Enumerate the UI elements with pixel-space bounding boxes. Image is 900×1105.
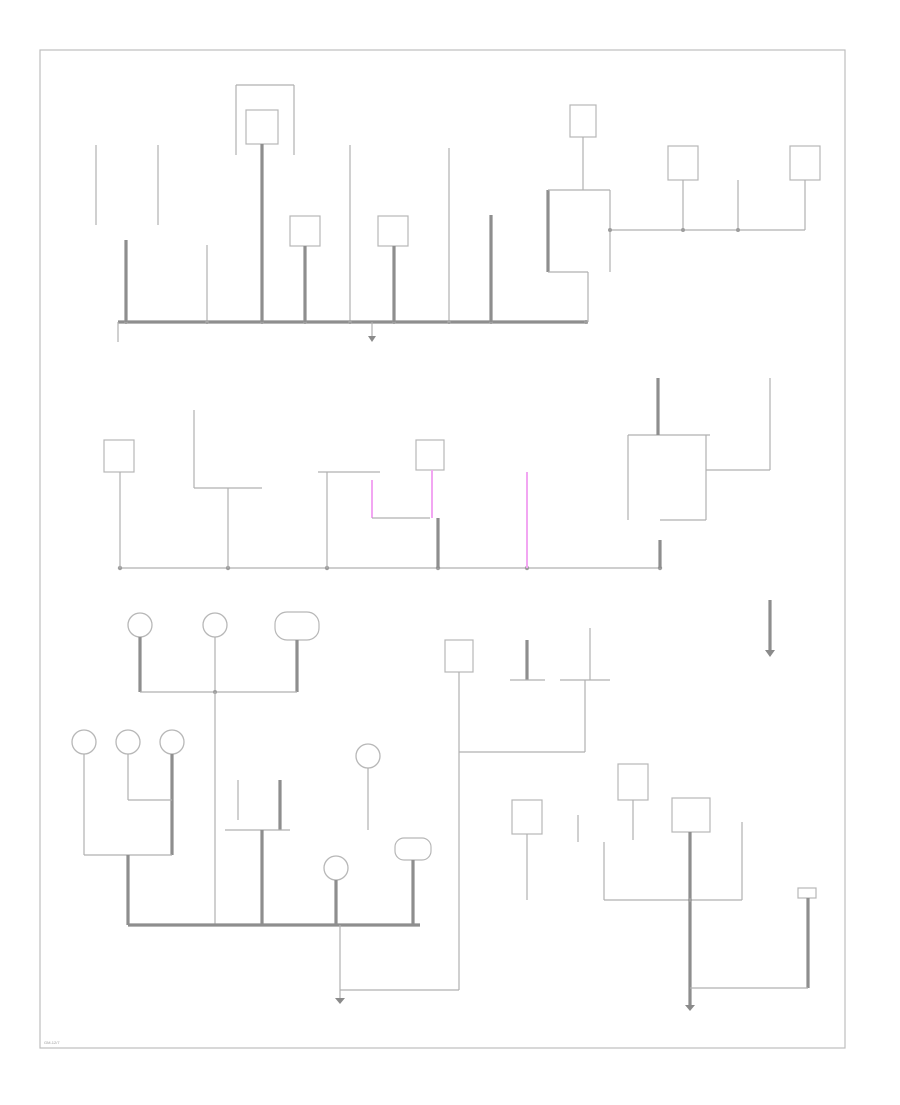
ground-symbol-icon xyxy=(335,998,345,1004)
top-feeders xyxy=(95,84,821,322)
lamp-icon xyxy=(71,729,97,755)
component-box xyxy=(245,109,279,145)
lamp-icon xyxy=(159,729,185,755)
component-box xyxy=(511,799,543,835)
ground-symbol-icon xyxy=(368,336,376,342)
top-ground-bus xyxy=(117,320,588,342)
component-box xyxy=(415,439,445,471)
diagram-frame xyxy=(39,49,846,1049)
figure-code: GM-12/7 xyxy=(44,1040,60,1045)
component-box xyxy=(617,763,649,801)
component-box xyxy=(797,887,817,899)
lamp-icon xyxy=(355,743,381,769)
lamp-icon xyxy=(127,612,153,638)
lower-left-lamps xyxy=(71,611,432,1004)
component-box xyxy=(289,215,321,247)
component-box xyxy=(667,145,699,181)
lower-right-components xyxy=(340,628,817,1011)
lamp-icon xyxy=(202,612,228,638)
component-box xyxy=(377,215,409,247)
ground-symbol-icon xyxy=(685,1005,695,1011)
middle-ground-bus xyxy=(103,378,775,657)
lamp-icon xyxy=(115,729,141,755)
component-box xyxy=(444,639,474,673)
lamp-icon xyxy=(323,855,349,881)
lamp-icon xyxy=(394,837,432,861)
ground-symbol-icon xyxy=(765,650,775,657)
lamp-icon xyxy=(274,611,320,641)
component-box xyxy=(569,104,597,138)
component-box xyxy=(671,797,711,833)
component-box xyxy=(103,439,135,473)
component-box xyxy=(789,145,821,181)
